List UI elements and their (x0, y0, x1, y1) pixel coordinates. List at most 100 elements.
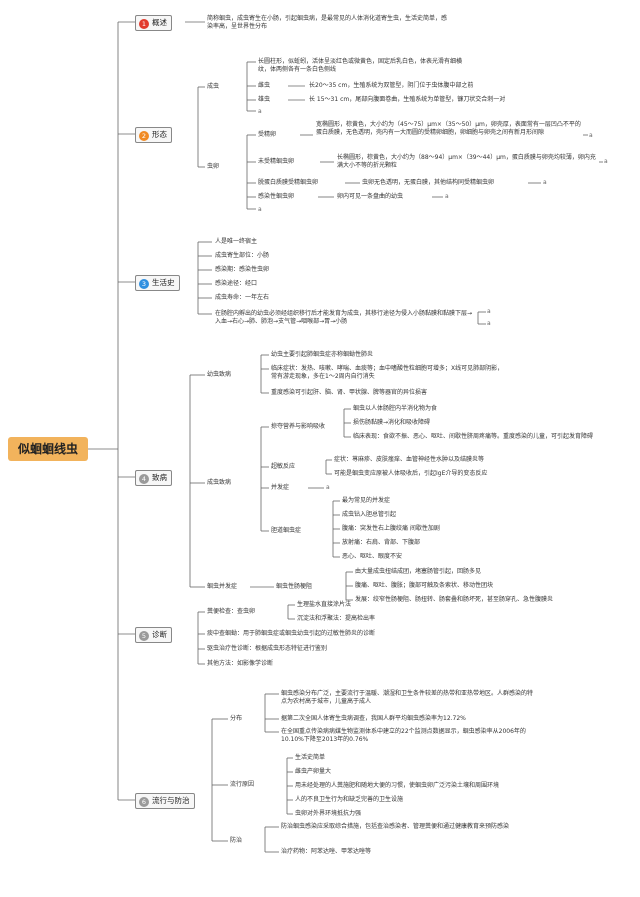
larva-item: 临床症状：发热、咳嗽、哮喘、血痰等；血中嗜酸性粒细胞可增多；X线可见肺部阴影，常… (271, 365, 504, 381)
lifecycle-item: 成虫寿命：一年左右 (215, 294, 270, 301)
bracket-connector (264, 826, 279, 853)
bracket-connector (260, 354, 269, 394)
larva-item: 幼虫主要引起肺蛔虫症亦称蛔蚴性肺炎 (271, 351, 374, 358)
empty-node-anchor: a (604, 158, 608, 165)
decorticated-egg-text: 虫卵无色透明，无蛋白膜，其他结构同受精蛔虫卵 (362, 179, 495, 186)
section-title: 形态 (152, 130, 167, 139)
bracket-connector (189, 374, 205, 588)
node-decorticated-egg: 脱蛋白质膜受精蛔虫卵 (258, 179, 319, 186)
section-title: 概述 (152, 18, 167, 27)
obstruction-item: 由大量成虫扭结成团，堵塞肠管引起，回肠多见 (355, 568, 482, 575)
bracket-connector (211, 718, 228, 842)
node-infective-egg: 感染性蛔虫卵 (258, 193, 295, 200)
empty-node-anchor: a (326, 484, 330, 491)
bracket-connector (197, 241, 212, 315)
biliary-item: 放射痛：右肩、背部、下腹部 (342, 539, 421, 546)
node-prevention: 防治 (230, 837, 243, 844)
cause-item: 虫卵对外界环境抵抗力强 (295, 810, 362, 817)
biliary-item: 最为常见的并发症 (342, 497, 391, 504)
node-fertilized-egg: 受精卵 (258, 131, 277, 138)
node-stool-exam: 粪便检查：查虫卵 (207, 608, 256, 615)
fertilized-egg-text: 宽椭圆形，棕黄色，大小约为（45～75）μm×（35～50）μm，卵壳厚，表面常… (316, 121, 581, 137)
lifecycle-item: 感染途径：经口 (215, 280, 258, 287)
obstruction-item: 腹痛、呕吐、腹胀；腹部可触及条索状、移动性团块 (355, 582, 494, 589)
bracket-connector (246, 61, 256, 112)
section-title: 致病 (152, 473, 167, 482)
adult-shape-text: 长圆柱形，似蚯蚓，活体呈淡红色或微黄色，固定后乳白色，体表光滑有细横纹，体两侧各… (258, 58, 463, 74)
node-egg: 虫卵 (207, 163, 220, 170)
allergy-item: 症状：荨麻疹、皮肤瘙痒、血管神经性水肿以及结膜炎等 (334, 456, 485, 463)
biliary-item: 恶心、呕吐、眼度不安 (342, 553, 403, 560)
bracket-connector (325, 459, 332, 475)
empty-node-anchor: a (543, 179, 547, 186)
allergy-item: 可能是蛔虫变应原被人体吸收后，引起IgE介导的变态反应 (334, 470, 488, 477)
stool-method: 生理盐水直接涂片法 (297, 601, 352, 608)
distribution-item: 蛔虫感染分布广泛，主要流行于温暖、潮湿和卫生条件较差的热带和亚热带地区。人群感染… (281, 690, 534, 706)
lifecycle-item: 人是唯一终宿主 (215, 238, 258, 245)
section-number-badge: 5 (139, 631, 149, 641)
diagnosis-item: 痰中查蛔蚴：用于肺蛔虫症或蛔虫幼虫引起的过敏性肺炎的诊断 (207, 630, 376, 637)
cause-item: 雌虫产卵量大 (295, 768, 332, 775)
node-epidemic-cause: 流行原因 (230, 781, 255, 788)
diagnosis-item: 驱虫治疗性诊断：根据成虫形态特征进行鉴别 (207, 645, 328, 652)
empty-node-anchor: a (487, 308, 491, 315)
section-title: 流行与防治 (152, 796, 190, 805)
biliary-item: 腹痛：突发性右上腹绞痛 间歇性加剧 (342, 525, 440, 532)
cause-item: 用未经处理的人粪施肥和随地大便的习惯，使蛔虫卵广泛污染土壤和周围环境 (295, 782, 500, 789)
node-unfertilized-egg: 未受精蛔虫卵 (258, 158, 295, 165)
node-larva-pathogenesis: 幼虫致病 (207, 371, 232, 378)
distribution-item: 在全国重点传染病病媒生物监测体系中建立的22个监测点数据显示，蛔虫感染率从200… (281, 728, 526, 744)
female-worm-text: 长20～35 cm，生殖系统为双管型，阴门位于虫体腹中部之前 (309, 82, 474, 89)
bracket-connector (286, 757, 293, 815)
bracket-connector (197, 611, 205, 665)
node-male-worm: 雄虫 (258, 96, 271, 103)
section-number-badge: 3 (139, 279, 149, 289)
lifecycle-item: 感染期：感染性虫卵 (215, 266, 270, 273)
bracket-connector (264, 693, 279, 733)
bracket-connector (246, 134, 256, 210)
node-biliary-ascariasis: 胆道蛔虫症 (271, 527, 302, 534)
infective-egg-text: 卵内可见一条盘曲的幼虫 (337, 193, 404, 200)
bracket-connector (477, 311, 486, 325)
prevention-item: 防治蛔虫感染应采取综合措施，包括查治感染者、管理粪便和通过健康教育来预防感染 (281, 823, 510, 830)
nutrient-item: 损伤肠黏膜→消化和吸收障碍 (353, 419, 431, 426)
lifecycle-item: 在肠腔内孵出的幼虫必须经组织移行后才能发育为成虫，其移行途径为侵入小肠黏膜和黏膜… (215, 310, 473, 326)
nutrient-item: 临床表现：食欲不振、恶心、呕吐、间歇性脐周疼痛等。重度感染的儿童，可引起发育障碍 (353, 433, 594, 440)
bracket-connector (197, 86, 205, 168)
male-worm-text: 长 15～31 cm，尾部向腹面卷曲，生殖系统为单管型，镰刀状交合刺一对 (309, 96, 506, 103)
unfertilized-egg-text: 长椭圆形，棕黄色，大小约为（88～94）μm×（39～44）μm，蛋白质膜与卵壳… (337, 154, 596, 170)
node-ascaris-complication: 蛔虫并发症 (207, 583, 238, 590)
obstruction-item: 发展：绞窄性肠梗阻、肠扭转、肠套叠和肠坏死，甚至肠穿孔、急性腹膜炎 (355, 596, 554, 603)
node-complication: 并发症 (271, 484, 290, 491)
empty-node-anchor: a (258, 206, 262, 213)
empty-node-anchor: a (445, 193, 449, 200)
biliary-item: 成虫钻入胆总管引起 (342, 511, 397, 518)
bracket-connector (332, 500, 340, 558)
larva-item: 重度感染可引起肝、脑、肾、甲状腺、脾等器官的异位损害 (271, 389, 428, 396)
root-bracket (117, 21, 135, 801)
node-distribution: 分布 (230, 715, 243, 722)
node-adult: 成虫 (207, 83, 220, 90)
empty-node-anchor: a (589, 132, 593, 139)
node-nutrient-plunder: 掠夺营养与影响吸收 (271, 423, 326, 430)
distribution-item: 据第二次全国人体寄生虫病调查，我国人群平均蛔虫感染率为12.72% (281, 715, 466, 722)
prevention-item: 治疗药物：阿苯达唑、甲苯达唑等 (281, 848, 372, 855)
bracket-connector (343, 408, 351, 438)
node-intestinal-obstruction: 蛔虫性肠梗阻 (276, 583, 313, 590)
node-adult-pathogenesis: 成虫致病 (207, 479, 232, 486)
root-topic[interactable]: 似蛔蛔线虫 (8, 437, 88, 461)
nutrient-item: 蛔虫以人体肠腔内半消化物为食 (353, 405, 438, 412)
empty-node-anchor: a (487, 320, 491, 327)
overview-text: 简称蛔虫，成虫寄生在小肠，引起蛔虫病，是最常见的人体消化道寄生虫，生活史简单，感… (207, 15, 448, 31)
section-number-badge: 6 (139, 797, 149, 807)
section-number-badge: 4 (139, 474, 149, 484)
empty-node-anchor: a (258, 108, 262, 115)
bracket-connector (287, 604, 295, 620)
